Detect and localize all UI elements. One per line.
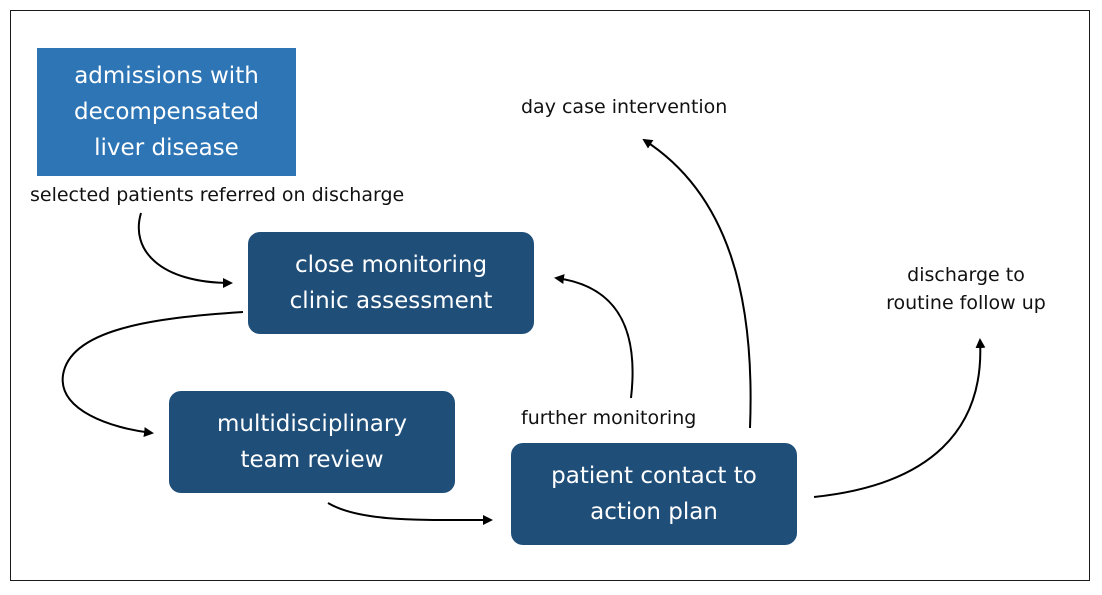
node-mdt-review: multidisciplinary team review — [169, 391, 455, 493]
node-clinic-line-1: close monitoring — [294, 252, 488, 278]
node-clinic-line-2: clinic assessment — [289, 288, 493, 314]
label-discharge-line-1: discharge to — [907, 264, 1025, 286]
arrow-clinic-to-mdt — [61, 311, 244, 438]
node-mdt-line-1: multidisciplinary — [217, 411, 407, 437]
arrow-referral-to-clinic — [137, 212, 233, 288]
node-contact-line-2: action plan — [590, 499, 718, 525]
label-discharge-line-2: routine follow up — [886, 292, 1046, 314]
arrow-contact-to-discharge — [813, 338, 986, 498]
label-referral: selected patients referred on discharge — [30, 184, 405, 206]
node-contact-line-1: patient contact to — [551, 463, 757, 489]
node-admissions-line-1: admissions with — [74, 63, 259, 89]
arrow-mdt-to-contact — [327, 502, 493, 526]
label-day-case: day case intervention — [521, 96, 728, 118]
arrow-contact-to-day-case — [642, 138, 752, 429]
node-admissions: admissions with decompensated liver dise… — [37, 48, 296, 176]
node-admissions-line-3: liver disease — [94, 135, 239, 161]
arrow-contact-to-clinic — [554, 274, 634, 399]
label-further-monitoring: further monitoring — [521, 407, 697, 429]
label-discharge: discharge to routine follow up — [860, 261, 1072, 317]
node-patient-contact: patient contact to action plan — [511, 443, 797, 545]
diagram-frame — [10, 10, 1090, 581]
node-clinic-assessment: close monitoring clinic assessment — [248, 232, 534, 334]
node-admissions-line-2: decompensated — [73, 99, 260, 125]
node-mdt-line-2: team review — [240, 447, 384, 473]
